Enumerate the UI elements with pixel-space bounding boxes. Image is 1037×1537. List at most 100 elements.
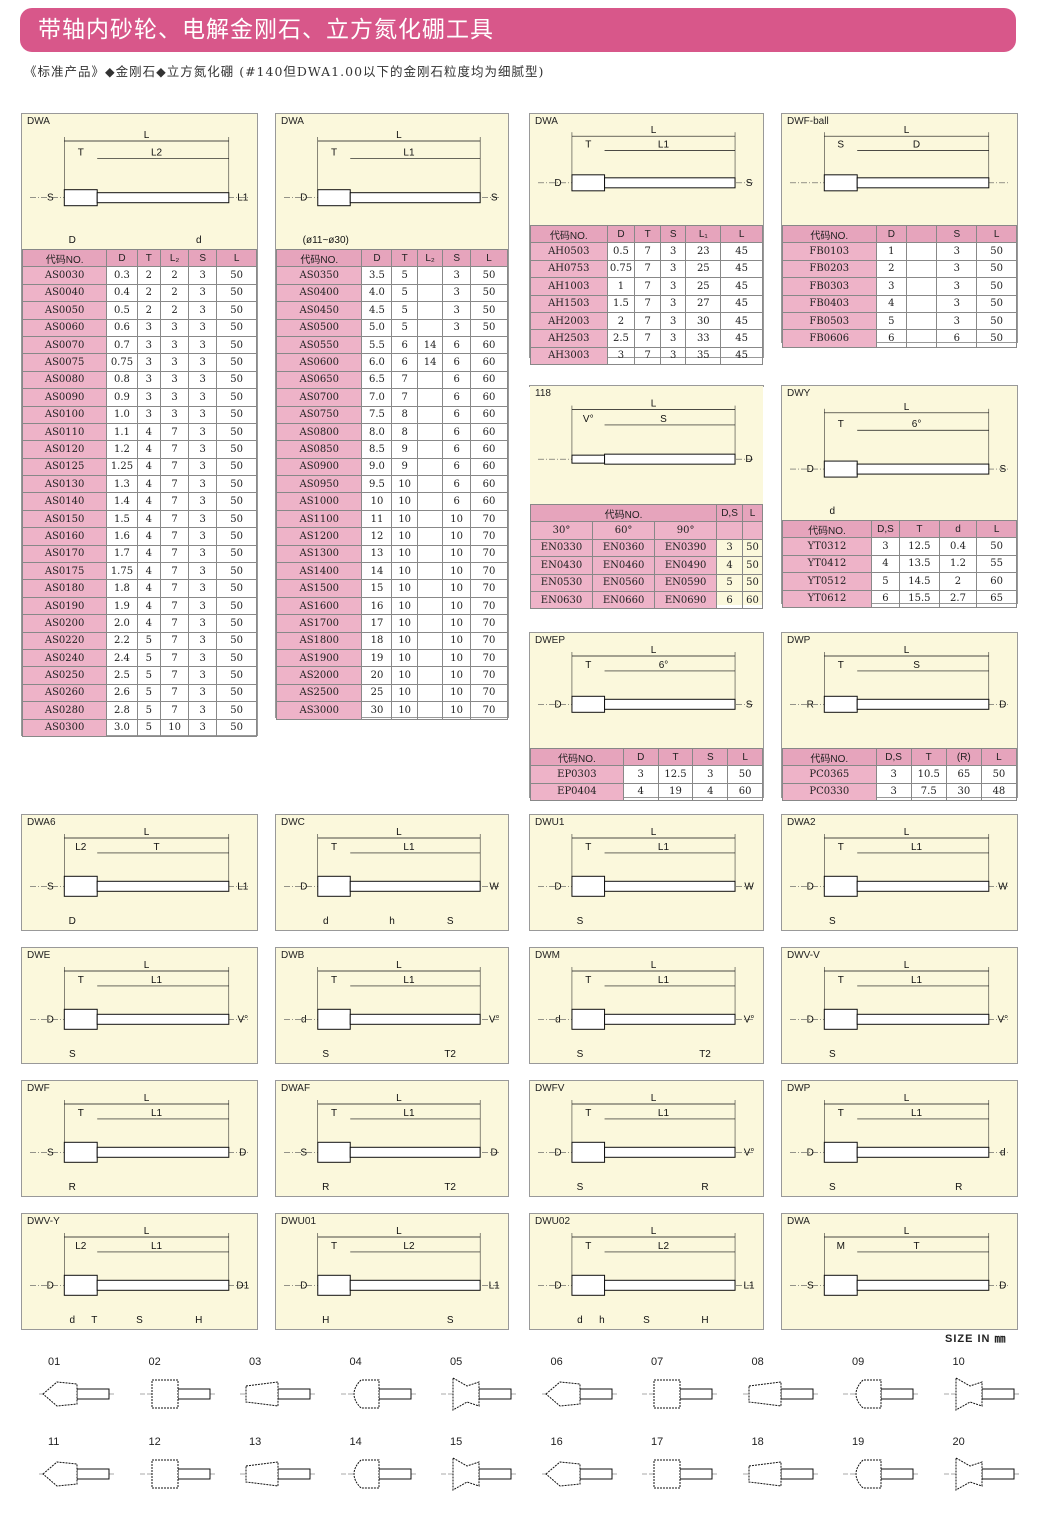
code-cell: AS0160 [21, 527, 108, 546]
value-cell: 4 [136, 527, 162, 546]
value-cell: 3 [136, 335, 162, 355]
value-cell: 3 [188, 405, 218, 424]
shape-icon [943, 1377, 1020, 1411]
dimension-label: S [577, 916, 584, 927]
value-cell: 1.0 [106, 405, 138, 424]
value-cell: 0.7 [106, 335, 138, 355]
value-cell [416, 283, 444, 303]
value-cell: 3 [188, 440, 218, 459]
value-cell: 10 [160, 718, 190, 737]
value-cell: 7 [160, 596, 190, 616]
shape-icon [441, 1377, 517, 1411]
value-cell: 7.5 [910, 782, 947, 802]
value-cell: 50 [216, 335, 257, 355]
panel-type: DWA [787, 1216, 810, 1227]
dimension-label: D [554, 699, 561, 710]
column-header: D,S [875, 747, 912, 767]
value-cell: 2.5 [106, 666, 138, 685]
dimension-label: T [331, 1108, 337, 1119]
value-cell: 50 [741, 556, 764, 575]
value-cell: 3 [160, 388, 190, 407]
column-header: D [361, 248, 393, 268]
shape-icon [742, 1461, 819, 1487]
shape-number: 06 [550, 1356, 563, 1368]
shape-icon [541, 1461, 618, 1487]
value-cell: 6 [442, 370, 472, 390]
value-cell: 6 [442, 388, 472, 407]
value-cell [416, 301, 444, 320]
value-cell: 4 [136, 562, 162, 581]
value-cell: 10 [442, 579, 472, 598]
value-cell: 6 [391, 353, 418, 372]
dimension-label: D [807, 464, 814, 475]
dimension-label: L2 [658, 1241, 670, 1252]
value-cell: 50 [216, 596, 257, 616]
value-cell: 4 [136, 492, 162, 511]
shape-number: 04 [349, 1356, 362, 1368]
value-cell: 55 [976, 554, 1017, 574]
column-header: L₂ [160, 248, 190, 268]
code-cell: AS1000 [275, 492, 363, 511]
value-cell: 70 [470, 562, 508, 581]
shape-icon [139, 1379, 216, 1409]
code-cell: FB0103 [782, 242, 877, 261]
value-cell: 50 [976, 277, 1017, 296]
column-header: L [470, 248, 508, 268]
dimension-label: T [91, 1315, 97, 1326]
dimension-label: R [322, 1182, 329, 1193]
dimension-label: D [300, 193, 307, 204]
value-cell: 4 [136, 457, 162, 477]
column-header: (R) [945, 747, 982, 767]
column-header: L [720, 224, 763, 244]
value-cell: 14 [416, 335, 444, 355]
value-cell: 3 [659, 346, 687, 366]
value-cell: 1 [875, 242, 908, 261]
code-cell: YT0312 [782, 537, 872, 556]
value-cell: 8 [391, 422, 418, 442]
value-cell: 50 [727, 765, 763, 784]
dimension-label: L1 [489, 1280, 501, 1291]
panel-type: DWM [535, 950, 560, 961]
code-cell: EP0404 [530, 782, 624, 802]
value-cell: 11 [361, 509, 393, 529]
dimension-label: S [643, 1315, 650, 1326]
dimension-label: T [585, 1241, 591, 1252]
code-cell: AS0220 [21, 631, 108, 650]
dimension-label: T [331, 842, 337, 853]
value-cell: 1.3 [106, 475, 138, 494]
dimension-label: M [837, 1241, 845, 1252]
code-cell: AS0550 [275, 335, 363, 355]
value-cell: 50 [216, 353, 257, 372]
code-cell: AS0060 [21, 318, 108, 337]
value-cell: 1.9 [106, 596, 138, 616]
value-cell: 9.5 [361, 475, 393, 494]
dimension-label: D [47, 1014, 54, 1025]
dimension-label: L1 [911, 1108, 923, 1119]
value-cell: 10 [442, 509, 472, 529]
code-cell: FB0606 [782, 329, 877, 348]
value-cell: 30 [685, 311, 722, 331]
value-cell: 3 [188, 475, 218, 494]
value-cell: 30 [945, 782, 982, 802]
value-cell: 33 [685, 329, 722, 348]
